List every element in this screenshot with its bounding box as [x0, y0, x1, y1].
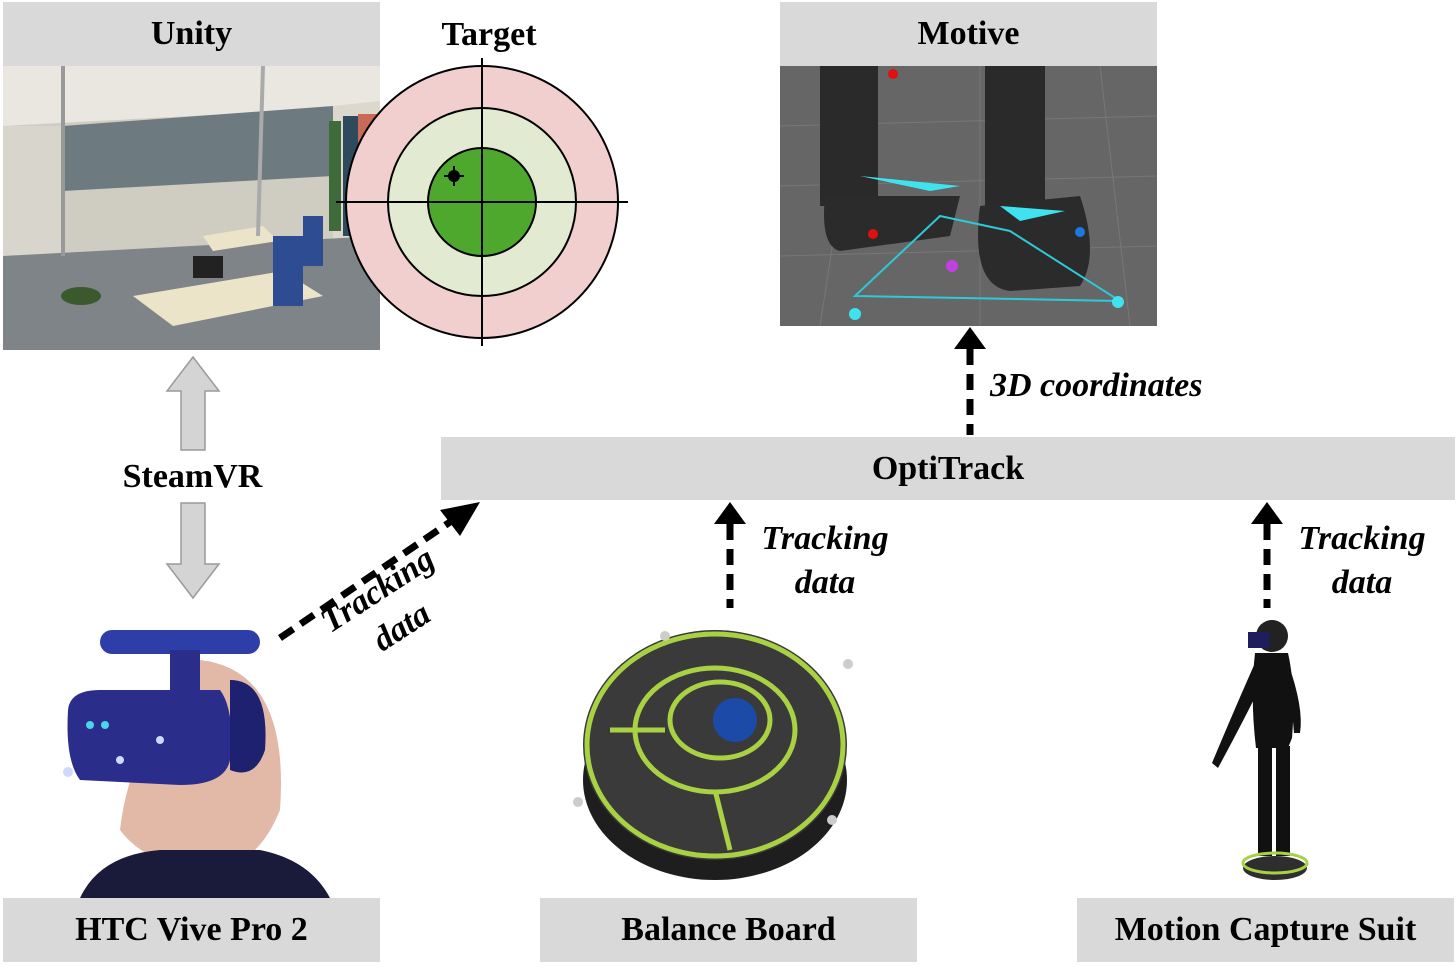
unity-label-box: Unity — [3, 2, 380, 66]
htc-label-box: HTC Vive Pro 2 — [3, 898, 380, 962]
balance-label-box: Balance Board — [540, 898, 917, 962]
optitrack-box: OptiTrack — [441, 437, 1455, 500]
suit-data-word: data — [1331, 564, 1393, 601]
suit-label: Motion Capture Suit — [1114, 911, 1417, 948]
optitrack-label: OptiTrack — [871, 449, 1025, 487]
arrow-coords — [954, 327, 986, 435]
target-rings-icon — [336, 58, 628, 346]
coords-label: 3D coordinates — [990, 367, 1203, 404]
steamvr-label: SteamVR — [100, 458, 285, 496]
hmd-user-image — [60, 620, 340, 898]
unity-label: Unity — [150, 15, 233, 52]
target-label: Target — [441, 16, 537, 53]
board-tracking-label: Tracking data — [745, 517, 905, 605]
board-tracking-word: Tracking — [761, 520, 889, 557]
steamvr-arrow — [165, 355, 221, 600]
motive-label-box: Motive — [780, 2, 1157, 66]
unity-scene-image — [3, 66, 380, 350]
board-data-word: data — [794, 564, 856, 601]
balance-label: Balance Board — [621, 911, 836, 948]
motive-skeleton-image — [780, 66, 1157, 326]
arrow-board-tracking — [714, 502, 746, 608]
arrow-htc-tracking — [278, 502, 480, 641]
arrow-suit-tracking — [1251, 502, 1283, 608]
htc-label: HTC Vive Pro 2 — [75, 911, 308, 948]
suit-label-box: Motion Capture Suit — [1077, 898, 1454, 962]
mocap-person-image — [1200, 618, 1310, 890]
suit-tracking-label: Tracking data — [1282, 517, 1442, 605]
balance-board-image — [570, 620, 860, 888]
suit-tracking-word: Tracking — [1298, 520, 1426, 557]
motive-label: Motive — [917, 15, 1020, 52]
